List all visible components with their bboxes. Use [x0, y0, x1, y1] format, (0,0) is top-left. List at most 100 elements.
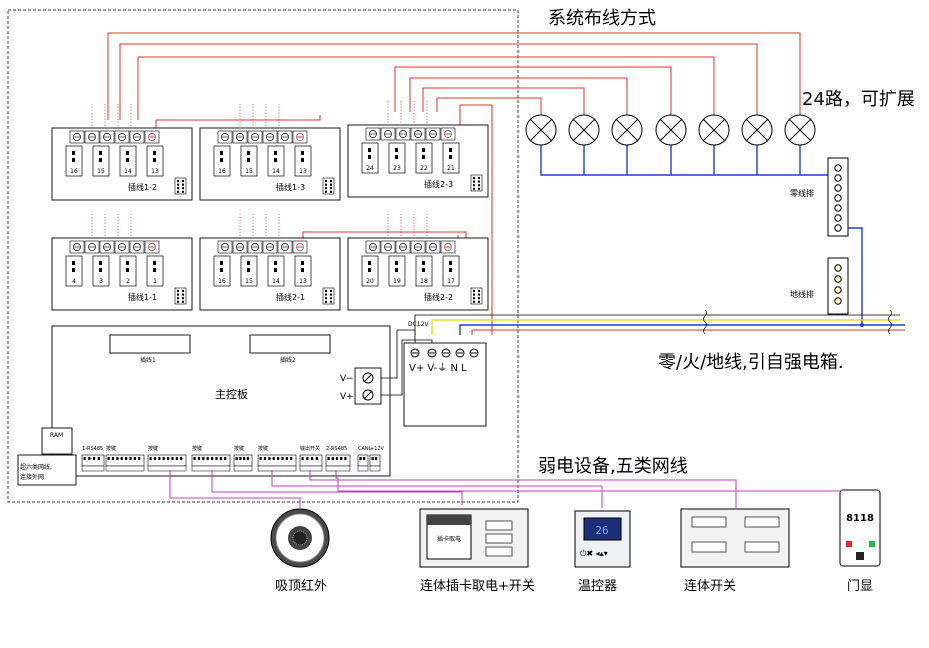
main-board — [51, 325, 391, 477]
lamp-row — [525, 114, 816, 146]
relay-channel-number: 23 — [393, 165, 401, 172]
main-board-slot-left — [109, 334, 191, 354]
relay-channel-number: 15 — [97, 168, 105, 175]
relay-channel-number: 22 — [420, 165, 428, 172]
dc-label: DC12V — [408, 321, 429, 328]
terminal-strip — [69, 130, 160, 144]
main-board-port: 按键 — [105, 445, 145, 472]
port-label: CANL — [358, 446, 372, 452]
relay-channel-number: 19 — [393, 278, 401, 285]
ram-block — [41, 427, 73, 455]
relay-channel-number: 14 — [272, 168, 280, 175]
control-cabinet-boundary — [7, 9, 519, 503]
terminal-strip — [365, 240, 456, 254]
relay-module-name: 插线1-2 — [128, 182, 157, 192]
port-label: +12V — [370, 446, 385, 452]
port-label: 1-RS485 — [82, 446, 103, 452]
relay-connector — [174, 177, 187, 195]
main-board-port: 输出开关 — [299, 445, 323, 472]
main-board-slot-left-label: 插线1 — [140, 356, 156, 364]
relay-module-name: 插线2-1 — [276, 292, 305, 302]
power-terminals — [410, 348, 479, 358]
incoming-power-lines — [414, 309, 905, 335]
device-label-thermostat: 温控器 — [578, 579, 617, 594]
relay-channel-number: 14 — [124, 168, 132, 175]
relay-channel-number: 21 — [447, 165, 455, 172]
neutral-bar-label: 零线排 — [790, 188, 814, 198]
lamp-icon — [698, 114, 730, 146]
terminal-screw-icon — [362, 372, 374, 384]
port-label: 按键 — [192, 445, 202, 452]
relay-channel-number: 16 — [70, 168, 78, 175]
port-label: 输出开关 — [300, 445, 320, 452]
port-label: 2-RS485 — [326, 446, 347, 452]
relay-connector — [322, 287, 335, 305]
relay-channel-number: 16 — [218, 278, 226, 285]
terminal-strip — [365, 127, 456, 141]
relay-channel-number: 2 — [126, 278, 130, 285]
main-board-port: +12V — [369, 446, 385, 472]
port-label: 按键 — [258, 445, 268, 452]
relay-channel-number: 18 — [420, 278, 428, 285]
network-note-box — [17, 454, 77, 486]
card-power-switch: 插卡取电 — [419, 508, 529, 568]
v-minus-label: V− — [340, 374, 354, 384]
device-label-door-display: 门显 — [847, 579, 873, 594]
terminal-strip — [69, 240, 160, 254]
main-board-port: CANL — [357, 446, 372, 472]
relay-channel-number: 4 — [72, 278, 76, 285]
neutral-bar — [827, 157, 849, 237]
main-board-slot-right-label: 插线2 — [280, 356, 296, 364]
relay-channel-number: 15 — [245, 278, 253, 285]
relay-channel-number: 24 — [366, 165, 374, 172]
main-board-port: 按键 — [257, 445, 297, 472]
neutral-wires — [540, 145, 905, 326]
relay-module-name: 插线2-3 — [424, 179, 453, 189]
power-caption: 零/火/地线,引自强电箱. — [658, 352, 844, 373]
device-label-ir-sensor: 吸顶红外 — [275, 578, 327, 594]
main-board-port: 按键 — [147, 445, 187, 472]
port-label: 按键 — [148, 445, 158, 452]
power-terminal-labels: V+ V-⏚ N L — [409, 362, 467, 374]
ground-bar-label: 地线排 — [790, 289, 814, 299]
thermostat-display: 26 — [595, 524, 608, 537]
thermostat: 26 ⏻✖ ◂▴▾ — [574, 510, 631, 568]
weak-current-caption: 弱电设备,五类网线 — [538, 456, 688, 477]
relay-module: 24 23 22 21 插线2-3 — [347, 101, 489, 198]
relay-channel-number: 20 — [366, 278, 374, 285]
terminal-strip — [217, 240, 308, 254]
lamp-icon — [655, 114, 687, 146]
relay-connector — [470, 287, 483, 305]
combined-switch — [680, 508, 790, 568]
main-board-port: 按键 — [233, 445, 253, 472]
relay-connector — [174, 287, 187, 305]
lamp-icon — [741, 114, 773, 146]
lamp-icon — [568, 114, 600, 146]
terminal-strip — [217, 130, 308, 144]
thermostat-buttons-icon: ⏻✖ ◂▴▾ — [580, 549, 608, 558]
network-note-line2: 连接外网 — [20, 473, 44, 481]
main-board-slot-right — [249, 334, 331, 354]
v-plus-label: V+ — [340, 392, 354, 402]
door-display-number: 8118 — [846, 513, 874, 524]
port-label: 按键 — [234, 445, 244, 452]
lamp-caption: 24路，可扩展 — [802, 89, 915, 110]
door-display: 8118 — [839, 489, 881, 567]
relay-connector — [470, 174, 483, 192]
relay-channel-number: 14 — [272, 278, 280, 285]
relay-channel-number: 13 — [299, 168, 307, 175]
lamp-icon — [525, 114, 557, 146]
main-board-port: 1-RS485 — [81, 446, 105, 472]
main-board-port: 按键 — [191, 445, 231, 472]
main-board-title: 主控板 — [215, 387, 248, 401]
device-label-card-switch: 连体插卡取电+开关 — [420, 578, 535, 594]
relay-channel-number: 15 — [245, 168, 253, 175]
relay-module-name: 插线1-1 — [128, 292, 157, 302]
device-label-combined-switch: 连体开关 — [684, 578, 736, 594]
